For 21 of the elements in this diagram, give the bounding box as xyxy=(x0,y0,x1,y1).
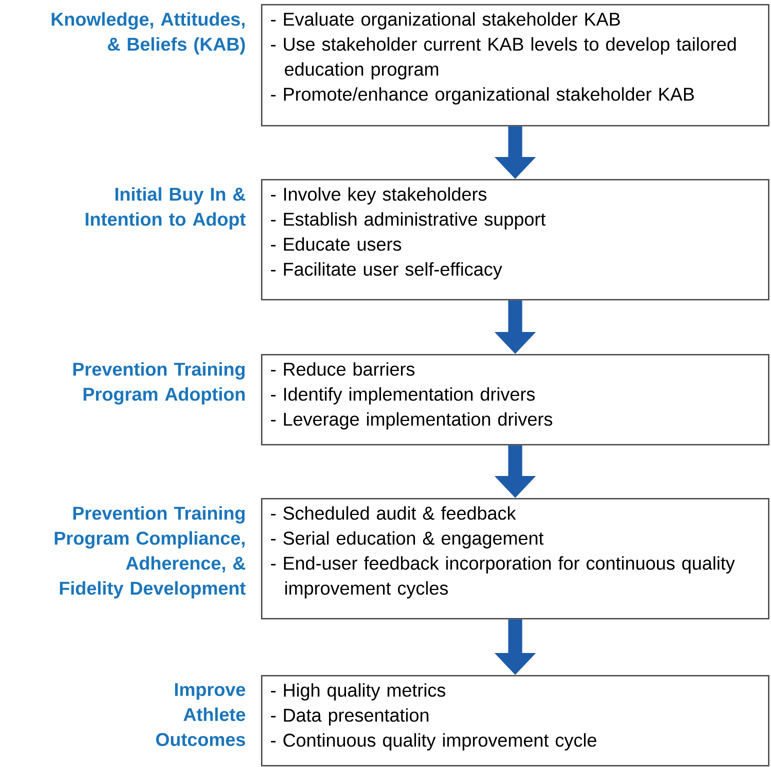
step-heading: Improve Athlete Outcomes xyxy=(156,683,246,746)
bullet-item: - Facilitate user self-efficacy xyxy=(271,262,502,280)
step-heading: Prevention Training Program Compliance, Adherence, & Fidelity Development xyxy=(54,506,246,598)
bullet-item: - Serial education & engagement xyxy=(271,531,544,548)
bullet-item: - Educate users xyxy=(271,237,402,251)
step-heading: Knowledge, Attitudes, & Beliefs (KAB) xyxy=(52,12,245,54)
bullet-item: - Continuous quality improvement cycle xyxy=(271,733,596,750)
step-heading: Prevention Training Program Adoption xyxy=(73,362,245,405)
bullet-item: - Reduce barriers xyxy=(271,362,414,376)
bullet-item: - Data presentation xyxy=(271,708,428,726)
bullet-item: - Leverage implementation drivers xyxy=(271,412,552,430)
bullet-item: - Involve key stakeholders xyxy=(271,187,486,204)
bullet-item: - Use stakeholder current KAB levels to develop tailored education program xyxy=(271,37,736,80)
bullet-item: - Scheduled audit & feedback xyxy=(271,506,516,520)
bullet-item: - Establish administrative support xyxy=(271,212,546,230)
bullet-item: - End-user feedback incorporation for continuous quality improvement cycles xyxy=(271,556,735,598)
bullet-item: - Identify implementation drivers xyxy=(271,387,535,404)
bullet-item: - Promote/enhance organizational stakeholder KAB xyxy=(271,87,694,104)
bullet-item: - Evaluate organizational stakeholder KAB xyxy=(271,12,620,30)
step-heading: Initial Buy In & Intention to Adopt xyxy=(86,187,246,230)
bullet-item: - High quality metrics xyxy=(271,683,446,700)
